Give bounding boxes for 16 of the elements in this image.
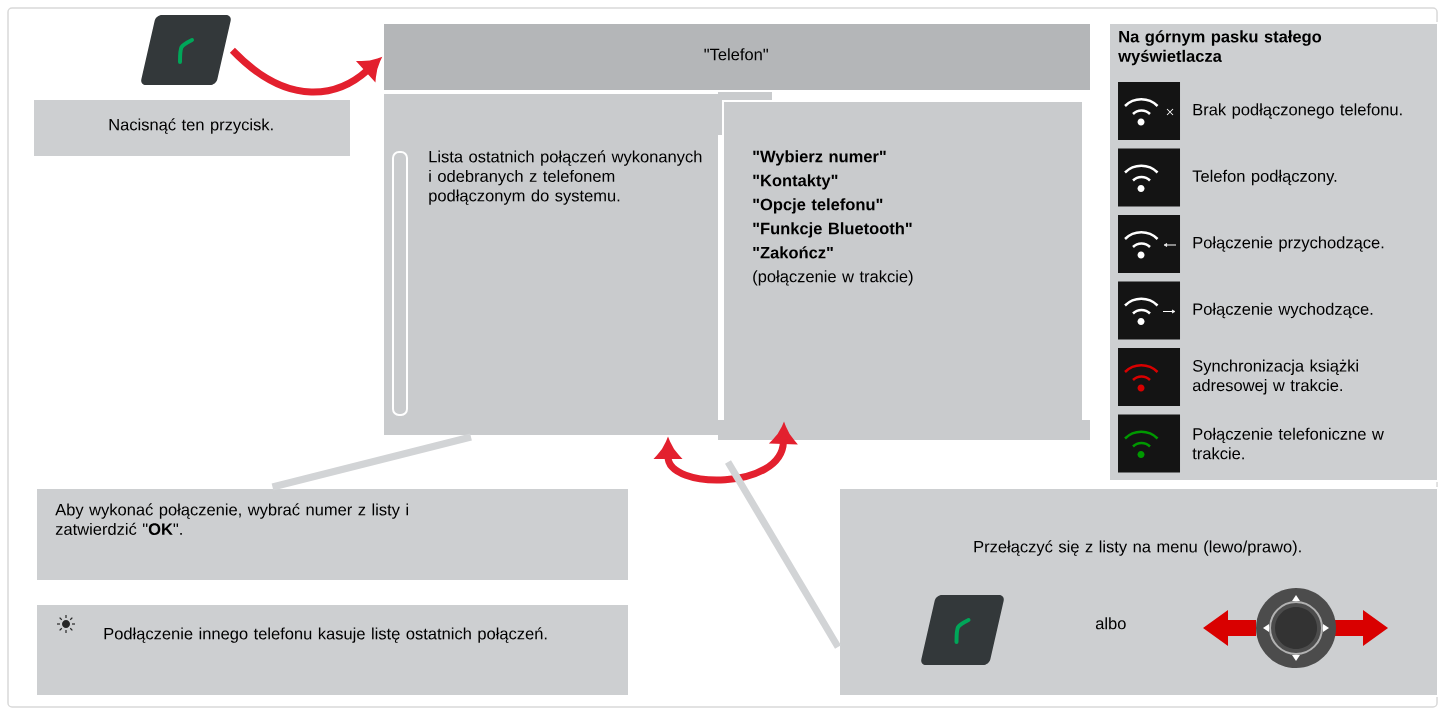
curved-arrow (230, 47, 381, 96)
note-box: Podłączenie innego telefonu kasuje listę ostatnich połączeń. (35, 603, 630, 697)
legend-item: Połączenie przychodzące. (1118, 215, 1384, 273)
instruction-box: Nacisnąć ten przycisk. (32, 98, 352, 158)
phone-button-drawing (141, 15, 231, 85)
legend-item: Połączenie wychodzące. (1118, 281, 1373, 340)
leader-line (271, 433, 472, 491)
legend-item: Połączenie telefoniczne w trakcie. (1118, 414, 1384, 473)
legend-item: Telefon podłączony. (1118, 148, 1337, 207)
leader-line (725, 460, 841, 649)
instruction-box: Aby wykonać połączenie, wybrać numer z listy i zatwierdzić "OK". (35, 487, 630, 582)
screen-header: "Telefon" (382, 22, 1092, 92)
label-text: albo (1095, 617, 1126, 630)
legend-item: Synchronizacja książki adresowej w trakcie. (1118, 348, 1358, 406)
menu-panel: "Wybierz numer" "Kontakty" "Opcje telefonu" "Funkcje Bluetooth" "Zakończ" (połączenie w trakcie) (718, 100, 1090, 440)
legend-item: Brak podłączonego telefonu. (1118, 82, 1402, 140)
